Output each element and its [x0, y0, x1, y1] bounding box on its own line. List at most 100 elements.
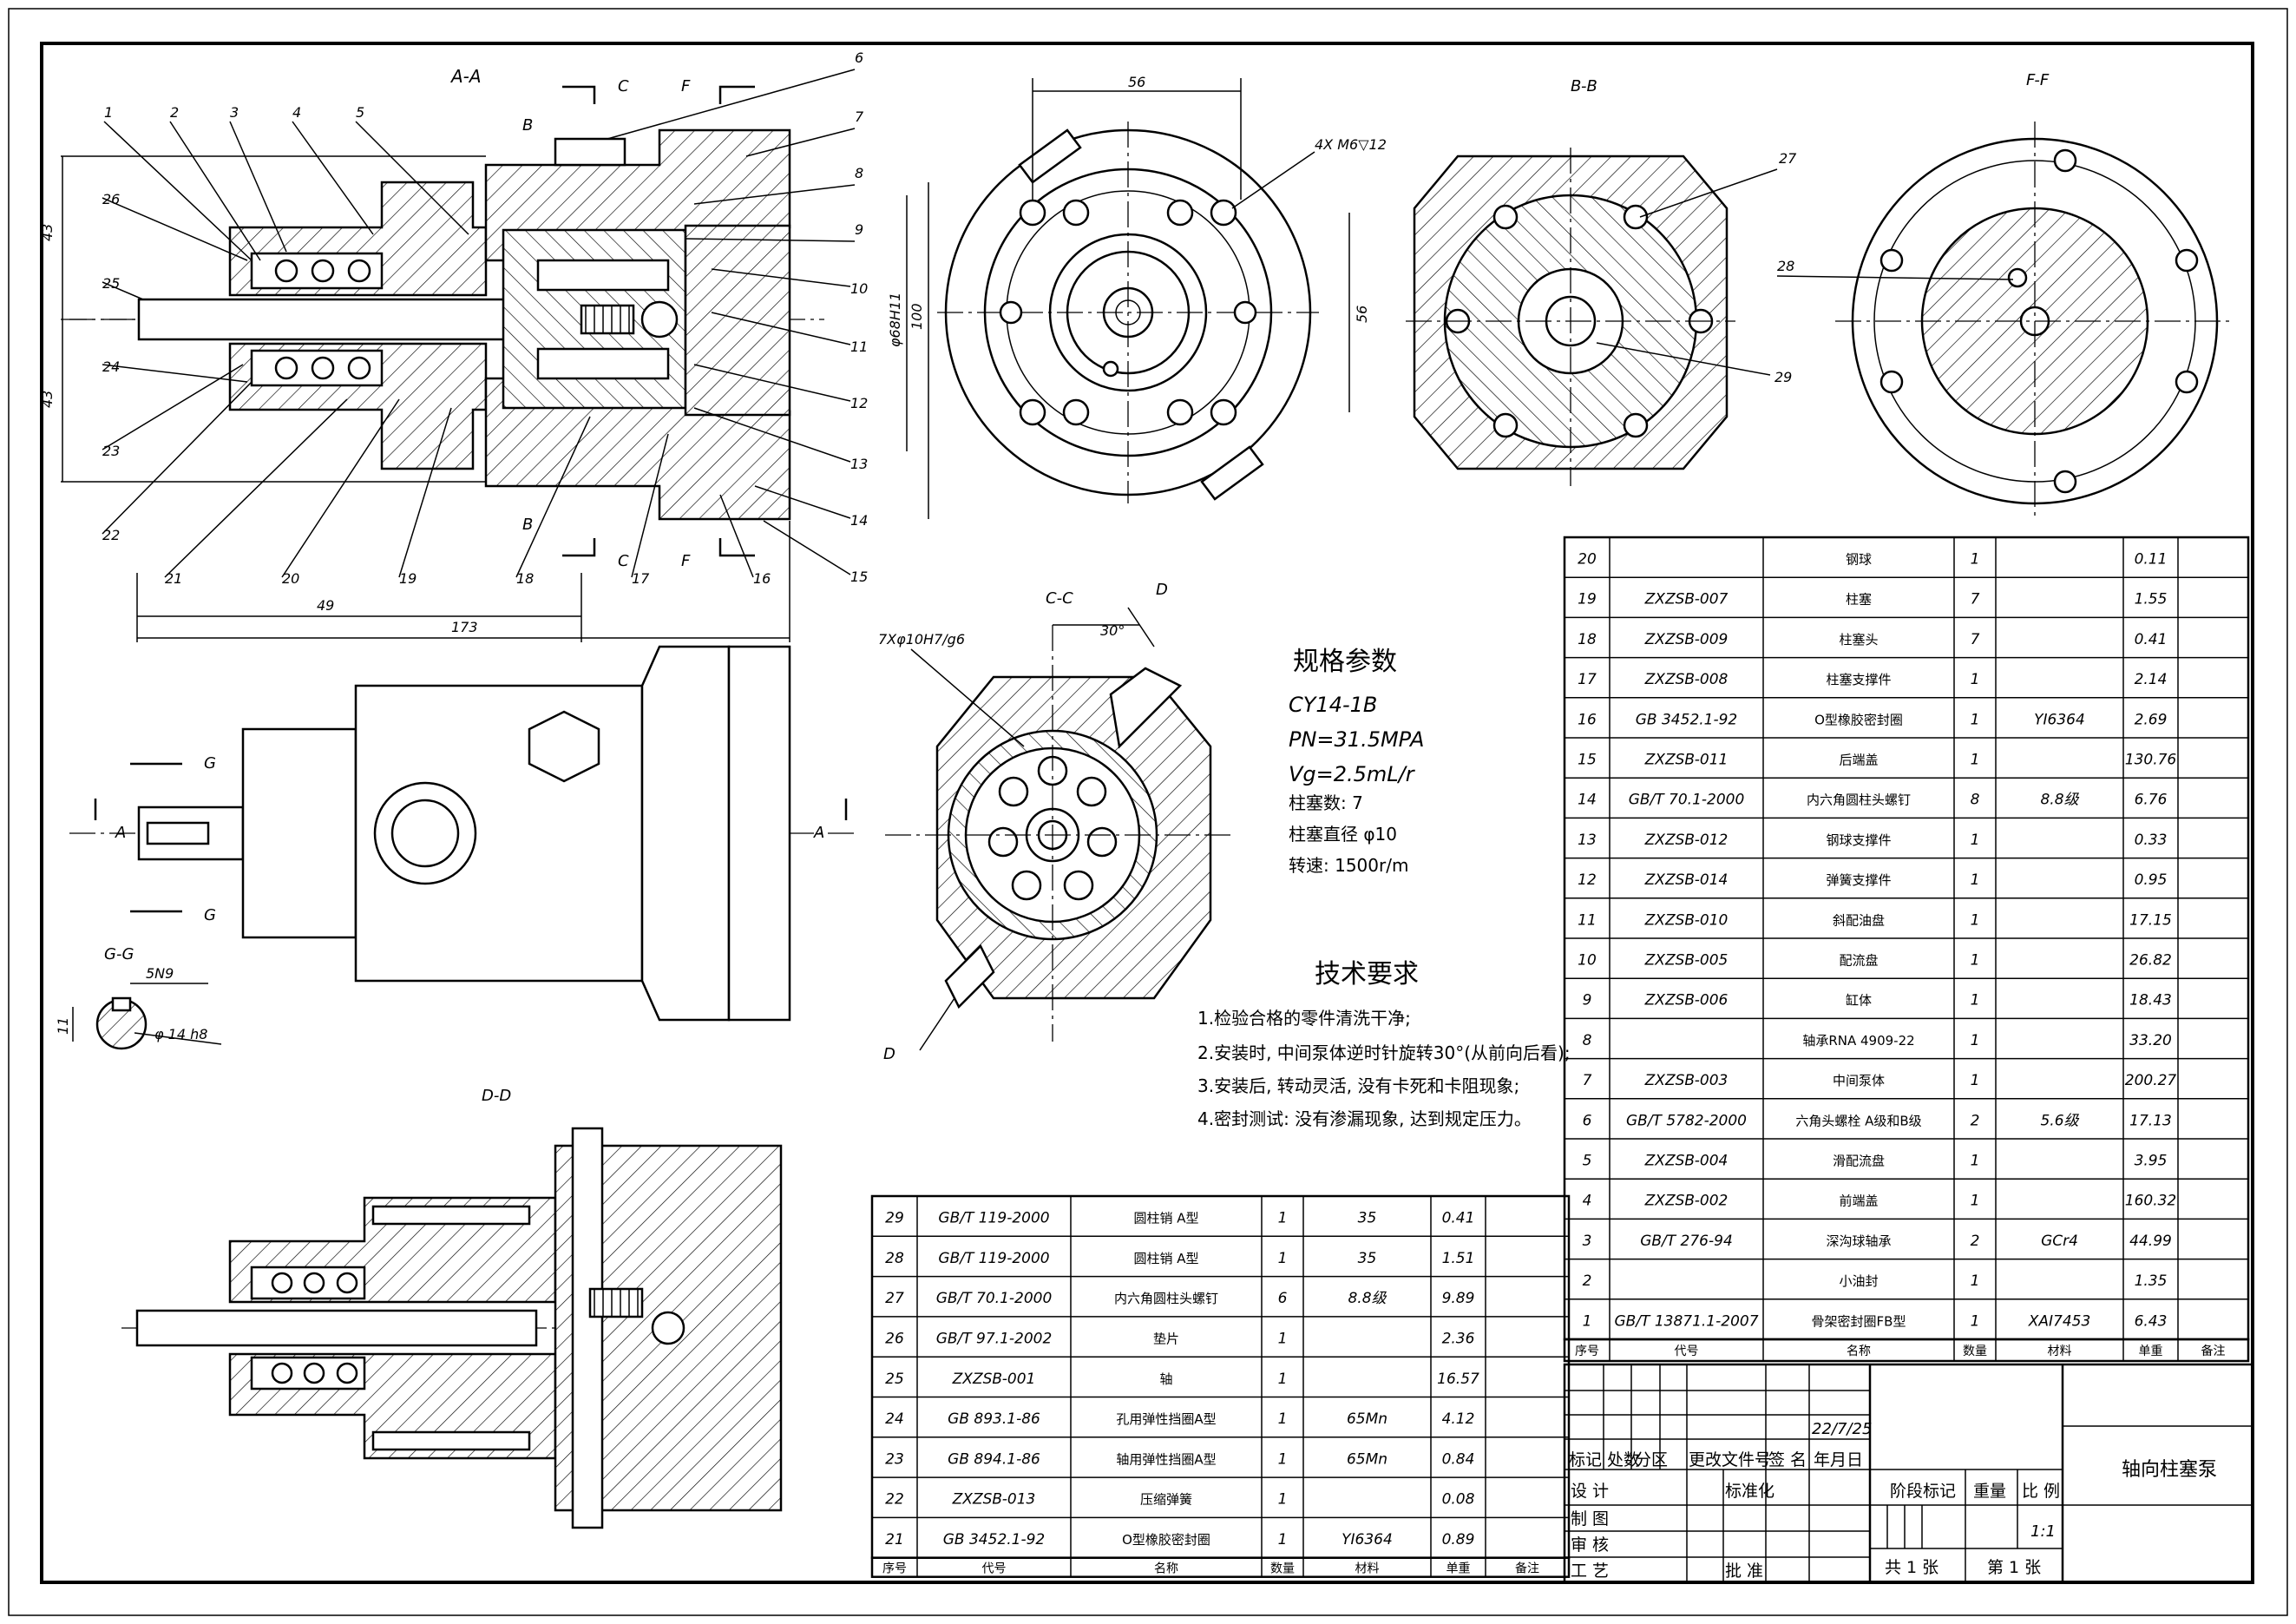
table-header-cell: 备注 — [2201, 1344, 2226, 1358]
table-header-cell: 序号 — [1575, 1345, 1599, 1358]
table-cell: 44.99 — [2129, 1233, 2172, 1250]
table-cell: ZXZSB-001 — [952, 1371, 1036, 1388]
balloon-19: 19 — [399, 570, 417, 587]
table-cell: 26 — [885, 1330, 904, 1347]
table-cell: 8 — [1583, 1032, 1592, 1049]
table-cell: ZXZSB-006 — [1644, 992, 1729, 1009]
label-view-gg: G-G — [104, 945, 134, 963]
table-cell: 0.11 — [2135, 550, 2168, 568]
table-cell: 钢球支撑件 — [1826, 832, 1891, 848]
balloon-24: 24 — [102, 358, 120, 375]
table-cell: 1 — [1971, 1152, 1980, 1169]
table-cell: 2.69 — [2135, 711, 2168, 728]
section-view-aa: A-A — [61, 66, 824, 521]
table-cell: GB/T 119-2000 — [938, 1250, 1049, 1267]
section-view-ff: F-F 28 — [1776, 71, 2234, 521]
tb-sheet: 第 1 张 — [1987, 1558, 2041, 1577]
table-cell: 35 — [1358, 1250, 1377, 1267]
section-markers: B C F B C F — [522, 77, 755, 570]
table-cell: 1 — [1278, 1250, 1288, 1267]
table-cell: 35 — [1358, 1210, 1377, 1227]
table-cell: YI6364 — [2034, 711, 2085, 728]
tb-weight-label: 重量 — [1973, 1482, 2006, 1501]
table-cell: 15 — [1578, 751, 1597, 768]
marker-a-left: A — [115, 824, 126, 842]
dim-shaft-14h8: φ 14 h8 — [154, 1026, 207, 1042]
table-cell: 13 — [1578, 832, 1597, 849]
table-cell: 1 — [1583, 1312, 1592, 1330]
table-cell: 65Mn — [1347, 1450, 1387, 1468]
table-cell: 1 — [1971, 911, 1980, 929]
table-cell: 压缩弹簧 — [1140, 1492, 1192, 1508]
tech-line-4: 4.密封测试: 没有渗漏现象, 达到规定压力。 — [1197, 1108, 1532, 1129]
tb-std: 标准化 — [1725, 1482, 1774, 1501]
marker-f-top: F — [681, 77, 691, 95]
table-cell: 1 — [1278, 1450, 1288, 1468]
table-cell: 2.36 — [1442, 1330, 1475, 1347]
marker-b-bottom: B — [522, 516, 533, 534]
table-cell: 11 — [1578, 911, 1597, 929]
table-cell: 16 — [1578, 711, 1597, 728]
table-cell: 弹簧支撑件 — [1826, 872, 1891, 888]
balloon-27: 27 — [1779, 150, 1797, 167]
specs-title: 规格参数 — [1293, 647, 1397, 677]
table-cell: 20 — [1578, 550, 1597, 568]
tb-mark-6: 年月日 — [1814, 1450, 1863, 1469]
table-cell: ZXZSB-002 — [1644, 1193, 1729, 1210]
table-cell: 轴 — [1159, 1371, 1172, 1387]
table-cell: YI6364 — [1342, 1531, 1393, 1548]
balloon-15: 15 — [850, 569, 868, 585]
table-cell: GB 893.1-86 — [948, 1410, 1040, 1428]
table-header-cell: 单重 — [2139, 1345, 2163, 1358]
table-cell: GB/T 276-94 — [1640, 1233, 1733, 1250]
table-cell: 1.55 — [2135, 591, 2168, 608]
balloon-4: 4 — [292, 104, 301, 121]
balloon-8: 8 — [855, 165, 863, 181]
tb-scale: 1:1 — [2030, 1522, 2056, 1541]
table-cell: 1 — [1278, 1210, 1288, 1227]
dim-56-top: 56 — [1128, 74, 1145, 90]
tb-part-name: 轴向柱塞泵 — [2122, 1459, 2217, 1481]
table-cell: 19 — [1578, 591, 1597, 608]
dim-43-bottom: 43 — [39, 391, 56, 408]
table-cell: 0.33 — [2135, 832, 2168, 849]
table-cell: 21 — [885, 1531, 904, 1548]
balloon-7: 7 — [855, 108, 864, 125]
table-cell: 滑配流盘 — [1833, 1153, 1885, 1168]
balloon-16: 16 — [753, 570, 771, 587]
table-cell: 配流盘 — [1839, 952, 1878, 968]
table-cell: 2 — [1971, 1112, 1980, 1129]
balloon-14: 14 — [850, 512, 868, 529]
table-cell: ZXZSB-012 — [1644, 832, 1729, 849]
balloon-3: 3 — [230, 104, 239, 121]
table-cell: 1 — [1278, 1371, 1288, 1388]
tb-date: 22/7/25 — [1812, 1420, 1872, 1438]
table-cell: 2.14 — [2135, 671, 2168, 688]
table-cell: 29 — [885, 1210, 904, 1227]
balloon-18: 18 — [516, 570, 534, 587]
table-header-cell: 序号 — [882, 1562, 907, 1576]
specs-line-1: CY14-1B — [1289, 693, 1377, 717]
tech-requirements: 技术要求 1.检验合格的零件清洗干净; 2.安装时, 中间泵体逆时针旋转30°(… — [1197, 959, 1571, 1129]
table-cell: GB/T 5782-2000 — [1626, 1112, 1747, 1129]
section-view-bb: B-B 27 29 — [1406, 77, 1797, 486]
table-header-cell: 数量 — [1270, 1562, 1295, 1576]
table-cell: 0.41 — [1442, 1210, 1475, 1227]
balloon-5: 5 — [356, 104, 364, 121]
table-cell: 1 — [1971, 1193, 1980, 1210]
table-cell: 17 — [1578, 671, 1597, 688]
balloon-22: 22 — [102, 527, 120, 543]
table-header-cell: 材料 — [2048, 1345, 2072, 1358]
table-cell: 16.57 — [1437, 1371, 1479, 1388]
table-cell: 1 — [1971, 1072, 1980, 1089]
table-cell: 27 — [885, 1290, 904, 1307]
table-cell: 4 — [1583, 1193, 1592, 1210]
table-cell: ZXZSB-007 — [1644, 591, 1729, 608]
